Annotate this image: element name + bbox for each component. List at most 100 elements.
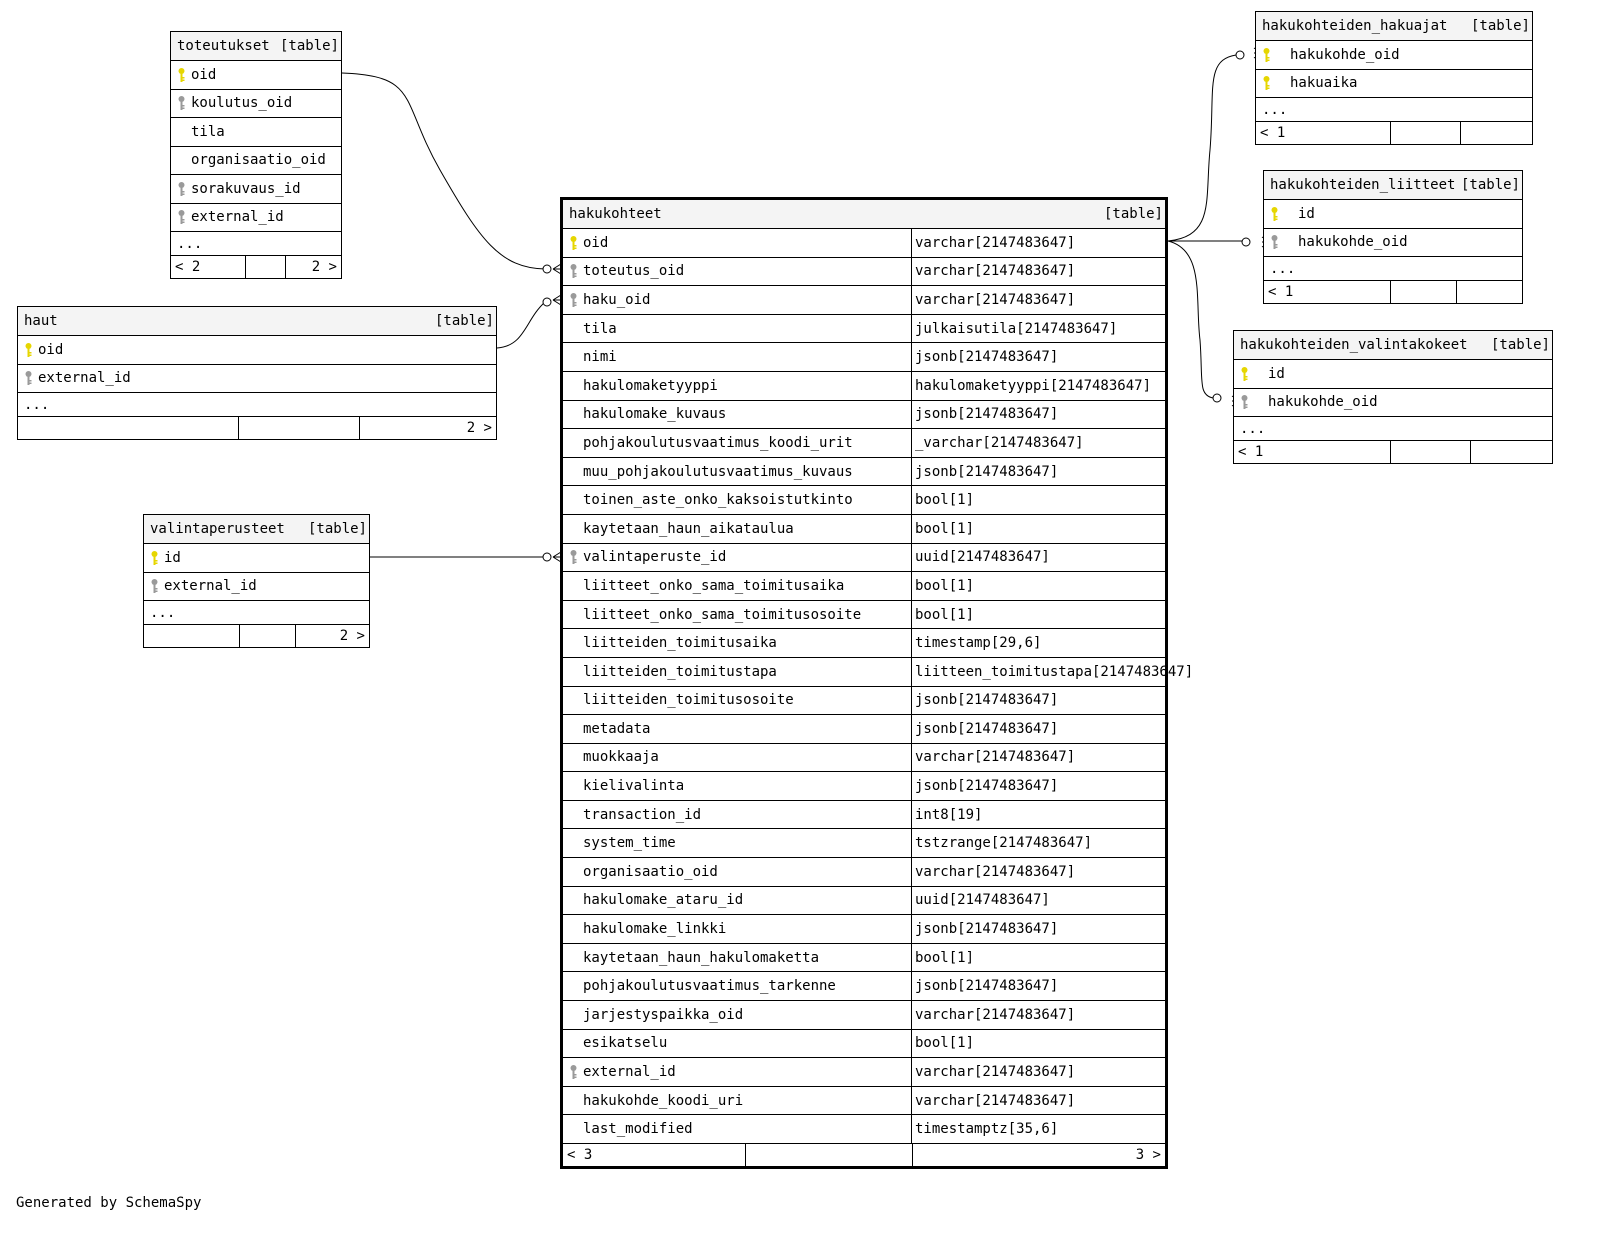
column-row[interactable]: id [1234,360,1552,389]
column-name: liitteiden_toimitustapa [583,663,777,680]
table-hakukohteiden-hakuajat[interactable]: hakukohteiden_hakuajat [table] hakukohde… [1255,11,1533,145]
footer-cell[interactable] [1461,122,1532,144]
optional-marker [1212,393,1222,403]
column-row[interactable]: tila [171,118,341,147]
column-row[interactable]: oid [18,336,496,365]
table-name: hakukohteiden_hakuajat [1262,18,1448,34]
footer-cell[interactable]: 2 > [339,628,365,644]
column-row[interactable]: oid [171,61,341,90]
footer-cell [746,1144,913,1166]
column-row[interactable]: pohjakoulutusvaatimus_koodi_urit_varchar… [563,429,1165,458]
column-type: bool[1] [911,514,1165,543]
foreign-key-icon [563,1064,583,1080]
foreign-key-icon [18,370,38,386]
foreign-key-icon [563,263,583,279]
footer-cell [240,625,296,647]
column-type: _varchar[2147483647] [911,429,1165,457]
column-name: nimi [583,349,617,366]
column-name: toinen_aste_onko_kaksoistutkinto [583,492,853,509]
footer-cell[interactable]: < 1 [1264,281,1391,303]
column-row[interactable]: organisaatio_oid [171,147,341,175]
footer-cell[interactable]: 2 > [466,420,492,436]
table-kind: [table] [1460,177,1520,193]
footer-cell[interactable]: 2 > [311,259,337,275]
column-type: uuid[2147483647] [911,886,1165,915]
footer-cell[interactable]: < 2 [171,256,247,278]
table-header: hakukohteiden_valintakokeet [table] [1234,331,1552,360]
column-name: kaytetaan_haun_hakulomaketta [583,949,820,966]
link-toteutukset [341,72,546,270]
crows-foot-marker [552,551,562,563]
column-name: hakukohde_oid [1268,394,1378,411]
column-row[interactable]: id [1264,200,1522,229]
footer-cell[interactable]: < 3 [563,1144,746,1166]
footer-cell[interactable]: < 1 [1256,122,1391,144]
column-row[interactable]: hakukohde_oid [1264,229,1522,257]
footer-cell[interactable] [18,417,240,439]
footer-cell[interactable]: < 1 [1234,441,1391,463]
column-row[interactable]: external_id [171,204,341,232]
table-header: hakukohteiden_hakuajat [table] [1256,12,1532,41]
column-name: hakulomake_kuvaus [583,406,727,423]
footer-cell [1391,281,1457,303]
footer-cell[interactable] [1471,441,1553,463]
column-row[interactable]: external_id [144,573,369,601]
column-name: oid [191,66,217,83]
column-row[interactable]: hakuaika [1256,70,1532,98]
column-row[interactable]: koulutus_oid [171,90,341,118]
column-name: muokkaaja [583,749,659,766]
column-name: external_id [583,1064,676,1081]
column-row[interactable]: hakukohde_oid [1256,41,1532,70]
footer-cell[interactable] [144,625,241,647]
column-type: uuid[2147483647] [911,543,1165,572]
column-row[interactable]: hakukohde_oid [1234,389,1552,417]
column-row[interactable]: external_id [18,365,496,393]
column-type: bool[1] [911,600,1165,629]
table-hakukohteiden-valintakokeet[interactable]: hakukohteiden_valintakokeet [table] id ha… [1233,330,1553,464]
footer-cell[interactable]: 3 > [1135,1147,1161,1163]
column-row[interactable]: sorakuvaus_id [171,175,341,204]
primary-key-icon [18,342,38,358]
column-row[interactable]: id [144,544,369,573]
footer-cell[interactable] [1457,281,1523,303]
column-name: liitteet_onko_sama_toimitusaika [583,577,845,594]
table-kind: [table] [1470,18,1530,34]
column-type: jsonb[2147483647] [911,686,1165,715]
